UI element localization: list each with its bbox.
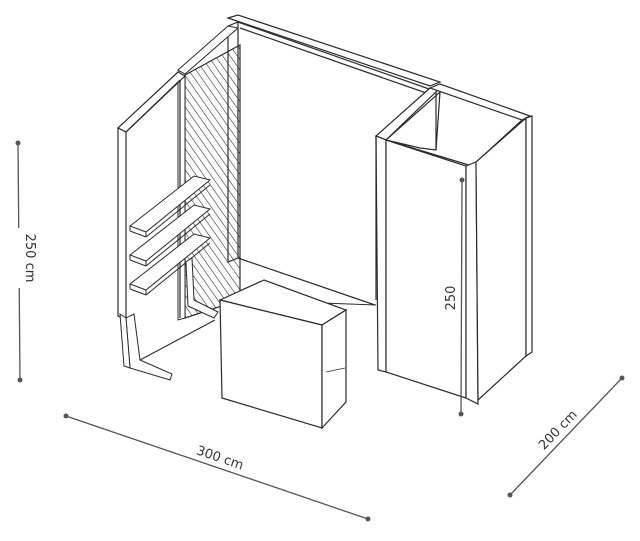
shelf-middle	[128, 204, 212, 267]
inner-height-dimension: 250	[440, 177, 465, 417]
slatted-wall	[177, 25, 241, 321]
left-side-wall	[116, 71, 186, 321]
counter	[218, 279, 348, 430]
width-dimension: 300 cm	[63, 413, 371, 522]
shelf-support-back	[185, 257, 219, 319]
height-label: 250 cm	[22, 234, 37, 283]
storage-cabin	[374, 83, 533, 405]
shelf-top	[128, 175, 212, 238]
depth-dimension: 200 cm	[507, 375, 625, 498]
height-dimension: 250 cm	[10, 140, 37, 383]
inner-height-label: 250	[444, 286, 459, 311]
shelf-support-front	[119, 313, 173, 381]
shelf-bottom	[128, 233, 212, 296]
